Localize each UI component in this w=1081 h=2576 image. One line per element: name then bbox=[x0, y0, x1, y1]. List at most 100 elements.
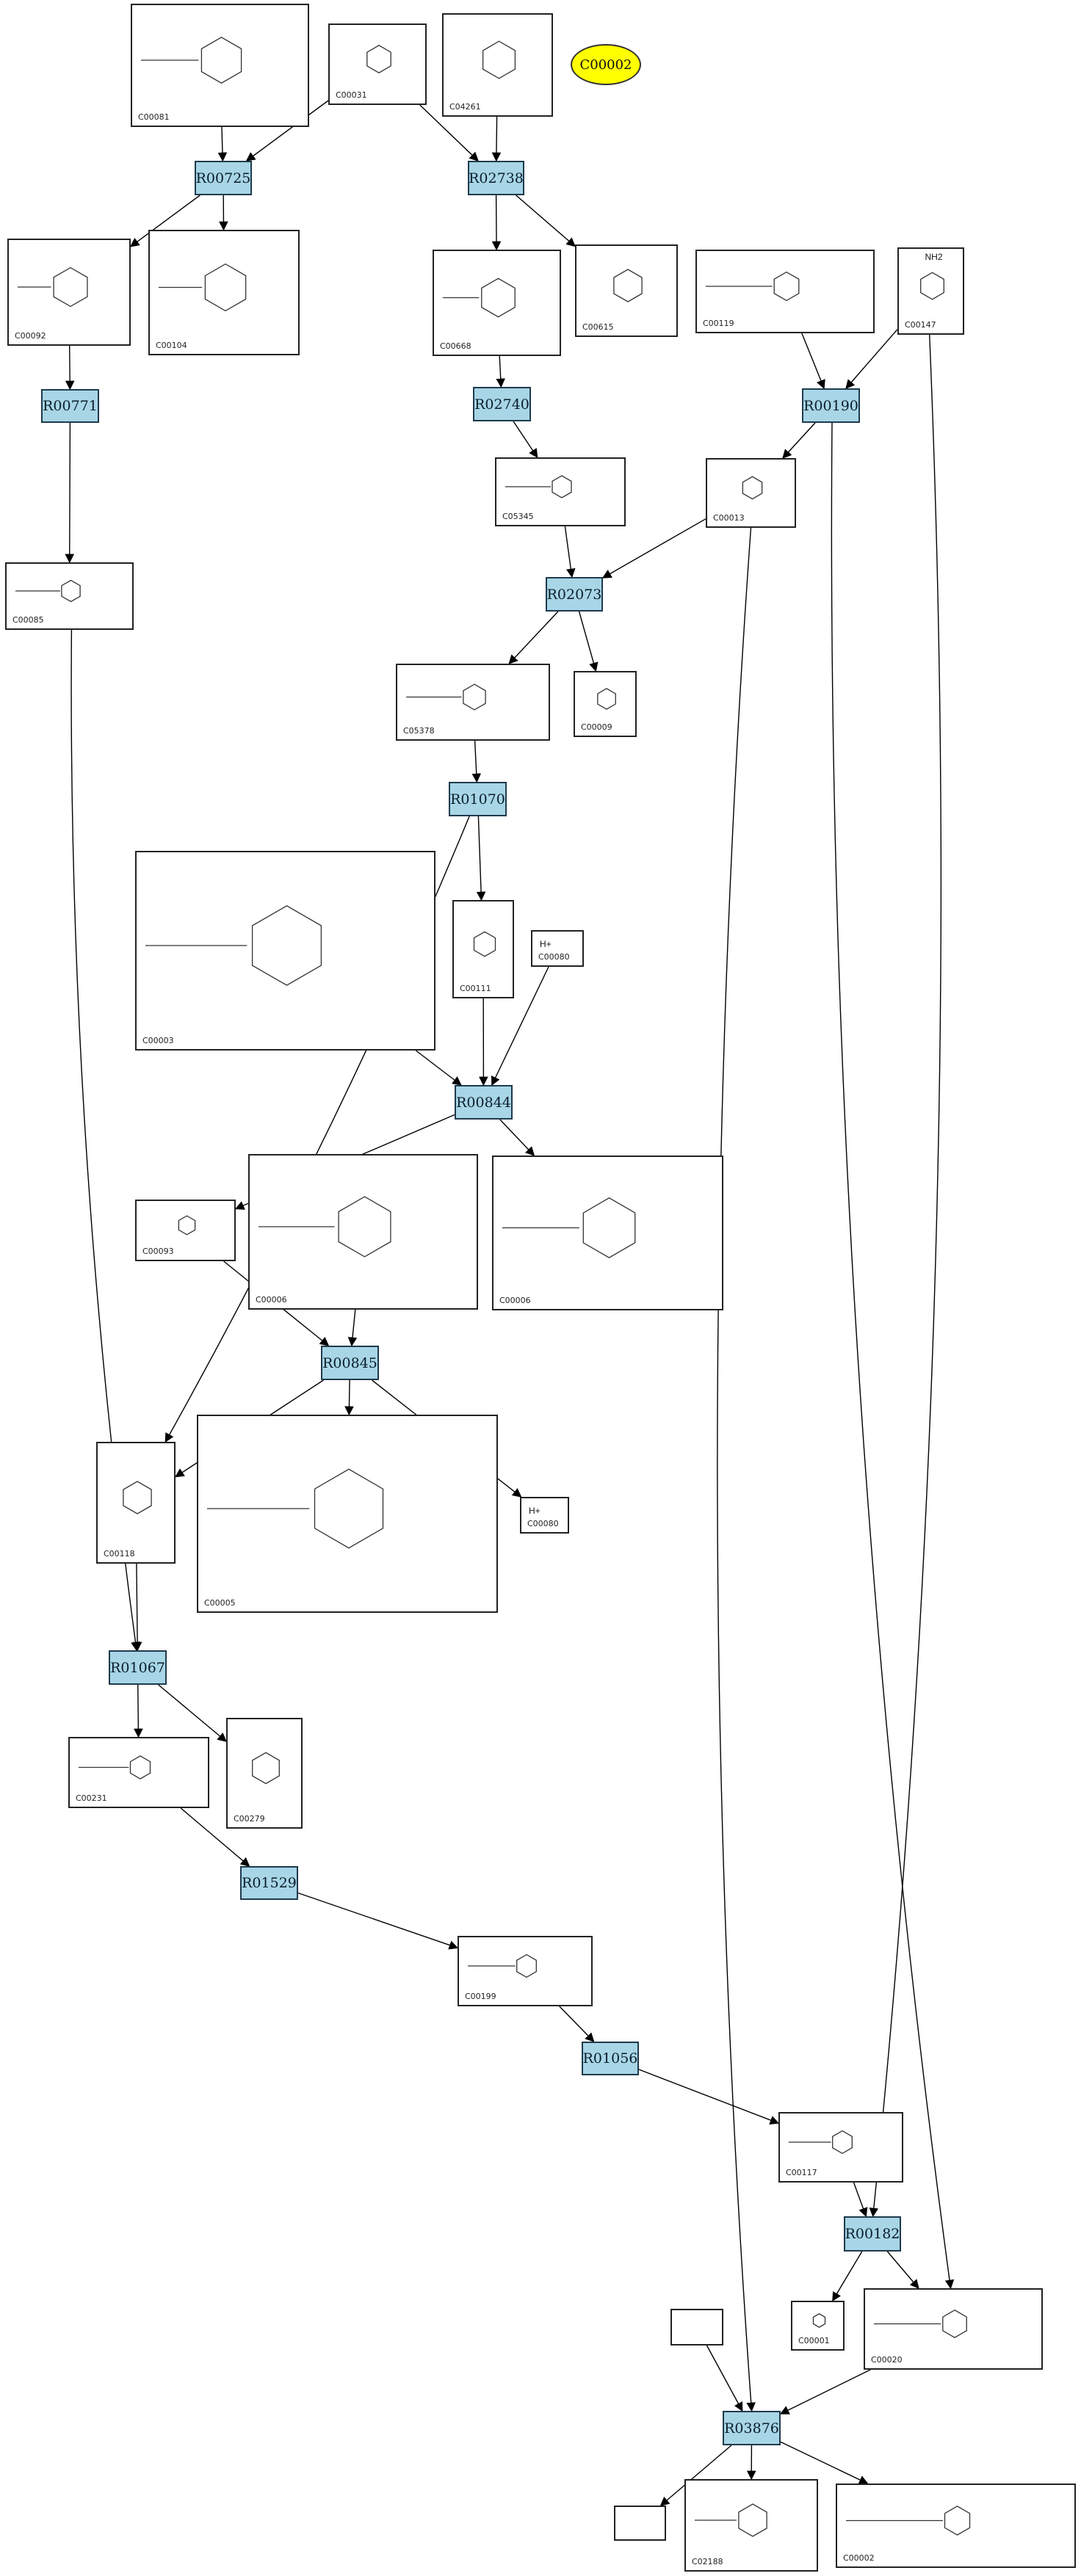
reaction-label: R03876 bbox=[724, 2420, 779, 2437]
structure-drawing bbox=[502, 1197, 636, 1258]
compound-node-c00668[interactable]: C00668 bbox=[433, 250, 561, 356]
compound-node-c05378[interactable]: C05378 bbox=[396, 664, 550, 741]
structure-drawing bbox=[742, 476, 763, 500]
structure-ring bbox=[482, 40, 516, 79]
compound-node-c00092[interactable]: C00092 bbox=[7, 239, 131, 346]
compound-node-blank1[interactable] bbox=[670, 2309, 723, 2345]
reaction-label: R00725 bbox=[195, 170, 251, 186]
reaction-node-r01056[interactable]: R01056 bbox=[582, 2042, 639, 2075]
edge-c00013-r03876 bbox=[717, 527, 756, 2412]
reaction-node-r01529[interactable]: R01529 bbox=[240, 1866, 298, 1900]
highlight-compound-node[interactable]: C00002 bbox=[571, 44, 641, 85]
compound-node-c00119[interactable]: C00119 bbox=[695, 250, 875, 333]
compound-node-c00104[interactable]: C00104 bbox=[148, 230, 300, 355]
structure-drawing bbox=[18, 266, 88, 308]
compound-node-c00615[interactable]: C00615 bbox=[575, 244, 678, 337]
reaction-label: R00844 bbox=[456, 1094, 511, 1111]
edge-blank1-r03876 bbox=[706, 2345, 743, 2412]
compound-node-c00020[interactable]: C00020 bbox=[864, 2288, 1043, 2370]
edge-r00182-c00001 bbox=[832, 2251, 863, 2302]
compound-node-c00003[interactable]: C00003 bbox=[135, 851, 435, 1051]
reaction-node-r01067[interactable]: R01067 bbox=[109, 1650, 167, 1685]
compound-node-c00009[interactable]: C00009 bbox=[574, 671, 637, 737]
compound-node-c00093[interactable]: C00093 bbox=[135, 1200, 236, 1261]
compound-node-c00111[interactable]: C00111 bbox=[452, 900, 514, 998]
compound-node-c05345[interactable]: C05345 bbox=[495, 457, 626, 526]
edge-r00844-c00006b bbox=[499, 1119, 535, 1156]
compound-node-c00118[interactable]: C00118 bbox=[96, 1442, 176, 1564]
compound-node-c00013[interactable]: C00013 bbox=[706, 458, 796, 528]
compound-node-c00081[interactable]: C00081 bbox=[131, 4, 309, 127]
reaction-node-r00771[interactable]: R00771 bbox=[41, 389, 99, 423]
reaction-node-r02740[interactable]: R02740 bbox=[473, 387, 531, 421]
compound-node-c00080a[interactable]: H+C00080 bbox=[531, 930, 584, 967]
edge-c00003-r00844 bbox=[415, 1050, 462, 1086]
reaction-node-r02738[interactable]: R02738 bbox=[468, 161, 524, 195]
compound-node-c00231[interactable]: C00231 bbox=[68, 1737, 209, 1808]
structure-drawing bbox=[15, 579, 81, 603]
compound-id: C00080 bbox=[538, 952, 570, 962]
compound-id: C00006 bbox=[256, 1295, 287, 1305]
structure-drawing bbox=[874, 2310, 967, 2338]
compound-node-c00117[interactable]: C00117 bbox=[778, 2112, 903, 2183]
structure-drawing bbox=[207, 1468, 384, 1549]
structure-ring bbox=[516, 1953, 537, 1978]
compound-node-c00279[interactable]: C00279 bbox=[226, 1718, 303, 1829]
structure-drawing bbox=[252, 1752, 280, 1785]
structure-ring bbox=[53, 266, 88, 308]
compound-id: C00615 bbox=[582, 322, 614, 332]
compound-id: C00006 bbox=[499, 1296, 531, 1305]
structure-ring bbox=[338, 1196, 391, 1258]
compound-id: C00111 bbox=[460, 984, 491, 993]
edge-c00081-r00725 bbox=[217, 126, 228, 162]
edge-r00190-c00020 bbox=[831, 422, 955, 2290]
compound-node-c00080b[interactable]: H+C00080 bbox=[520, 1497, 569, 1534]
reaction-node-r00190[interactable]: R00190 bbox=[802, 388, 860, 423]
structure-drawing bbox=[505, 475, 572, 498]
edge-c00013-r02073 bbox=[601, 518, 706, 578]
compound-node-c00002b[interactable]: C00002 bbox=[836, 2484, 1076, 2568]
structure-ring bbox=[597, 688, 616, 710]
structure-drawing bbox=[482, 40, 516, 79]
reaction-label: R01070 bbox=[450, 791, 505, 808]
compound-node-c00005[interactable]: C00005 bbox=[197, 1415, 498, 1613]
compound-node-c00006b[interactable]: C00006 bbox=[492, 1155, 723, 1310]
structure-ring bbox=[944, 2506, 971, 2536]
reaction-node-r02073[interactable]: R02073 bbox=[546, 577, 603, 612]
structure-drawing bbox=[789, 2130, 853, 2155]
structure-ring bbox=[123, 1481, 152, 1514]
reaction-label: R02738 bbox=[469, 170, 524, 186]
structure-ring bbox=[942, 2310, 967, 2338]
compound-node-blank2[interactable] bbox=[614, 2506, 666, 2541]
compound-id: C00119 bbox=[703, 319, 734, 328]
compound-id: C00031 bbox=[336, 90, 367, 100]
reaction-node-r00844[interactable]: R00844 bbox=[455, 1085, 513, 1120]
compound-node-c04261[interactable]: C04261 bbox=[442, 13, 553, 117]
structure-ring bbox=[582, 1197, 636, 1258]
compound-node-c00199[interactable]: C00199 bbox=[458, 1936, 593, 2006]
compound-node-c02188[interactable]: C02188 bbox=[684, 2479, 818, 2572]
edge-c00006a-r00845 bbox=[347, 1309, 358, 1347]
reaction-node-r00725[interactable]: R00725 bbox=[195, 161, 252, 195]
compound-node-c00085[interactable]: C00085 bbox=[5, 562, 134, 630]
edge-c00147-r00182 bbox=[869, 334, 942, 2218]
structure-drawing bbox=[468, 1953, 537, 1978]
reaction-node-r00845[interactable]: R00845 bbox=[321, 1346, 379, 1380]
compound-id: C00080 bbox=[527, 1519, 559, 1528]
structure-ring bbox=[738, 2503, 767, 2537]
compound-node-c00031[interactable]: C00031 bbox=[328, 23, 427, 105]
compound-id: C02188 bbox=[692, 2557, 723, 2566]
reaction-node-r03876[interactable]: R03876 bbox=[723, 2411, 781, 2445]
compound-id: C00002 bbox=[843, 2553, 875, 2563]
structure-drawing bbox=[406, 683, 486, 711]
compound-node-c00001[interactable]: C00001 bbox=[791, 2301, 845, 2351]
compound-id: C00279 bbox=[234, 1814, 265, 1824]
edge-c05378-r01070 bbox=[471, 740, 482, 783]
highlight-compound-label: C00002 bbox=[579, 57, 632, 73]
reaction-node-r00182[interactable]: R00182 bbox=[844, 2216, 901, 2252]
reaction-node-r01070[interactable]: R01070 bbox=[449, 782, 507, 816]
compound-node-c00006a[interactable]: C00006 bbox=[248, 1154, 478, 1310]
compound-id: C00093 bbox=[142, 1247, 174, 1256]
